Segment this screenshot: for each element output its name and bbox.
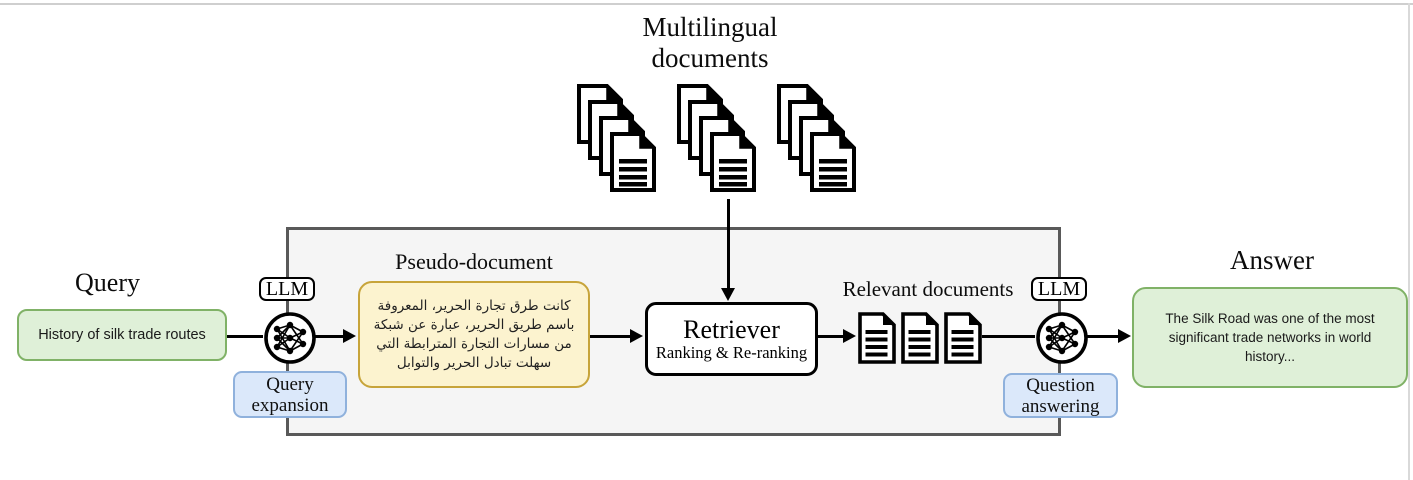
arrowhead-right-icon (343, 329, 356, 343)
arrow-retriever-to-docs (812, 335, 845, 338)
arrow-llm1-to-pseudodoc (314, 335, 345, 338)
arrowhead-right-icon (630, 329, 643, 343)
query-expansion-box: Query expansion (233, 371, 347, 418)
arrow-llm2-to-answer (1086, 335, 1120, 338)
line-query-to-llm1 (227, 335, 263, 338)
line-docs-to-llm2 (982, 335, 1035, 338)
answer-box: The Silk Road was one of the most signif… (1132, 287, 1408, 388)
query-box: History of silk trade routes (17, 309, 227, 361)
retriever-title: Retriever (683, 315, 780, 344)
arrowhead-right-icon (843, 329, 856, 343)
arrow-pseudodoc-to-retriever (590, 335, 632, 338)
llm2-tag: LLM (1031, 277, 1087, 301)
document-stack-icon (577, 84, 661, 198)
arrow-corpus-to-retriever (727, 199, 730, 290)
pseudo-document-box: كانت طرق تجارة الحرير، المعروفة باسم طري… (358, 281, 590, 388)
document-stack-icon (777, 84, 861, 198)
page-top-rule (0, 3, 1413, 5)
page-right-rule (1408, 3, 1410, 480)
retriever-box: Retriever Ranking & Re-ranking (645, 302, 818, 376)
neural-network-icon (264, 312, 316, 364)
document-icon (858, 312, 896, 364)
multilingual-documents-label: Multilingual documents (642, 12, 778, 74)
relevant-documents-label: Relevant documents (842, 277, 1014, 301)
query-title: Query (75, 268, 140, 297)
pseudo-document-title: Pseudo-document (395, 249, 553, 274)
llm1-tag: LLM (259, 277, 315, 301)
arrowhead-down-icon (721, 288, 735, 301)
document-stack-icon (677, 84, 761, 198)
document-icon (944, 312, 982, 364)
neural-network-icon (1036, 312, 1088, 364)
arrowhead-right-icon (1118, 329, 1131, 343)
question-answering-box: Question answering (1003, 373, 1118, 418)
answer-title: Answer (1230, 245, 1314, 275)
document-icon (901, 312, 939, 364)
retriever-subtitle: Ranking & Re-ranking (655, 343, 808, 362)
